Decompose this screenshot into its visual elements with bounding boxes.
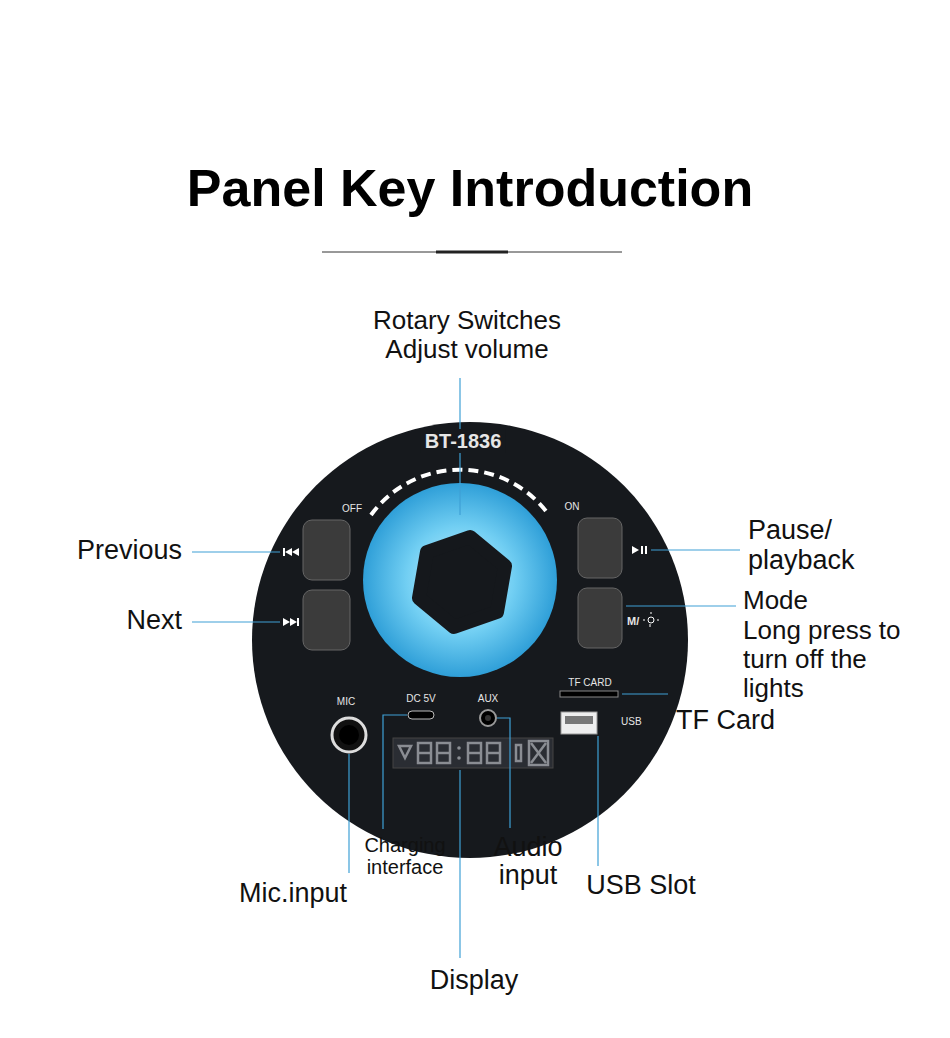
mode-button bbox=[578, 588, 622, 648]
callout-label: USB Slot bbox=[586, 870, 696, 900]
page-title: Panel Key Introduction bbox=[187, 158, 753, 218]
display-screen bbox=[393, 738, 553, 768]
dc-port bbox=[408, 711, 434, 719]
digit bbox=[437, 752, 450, 755]
digit bbox=[487, 743, 500, 763]
play-button bbox=[578, 518, 622, 578]
callout-label: Mic.input bbox=[239, 878, 347, 908]
digit bbox=[468, 752, 481, 755]
icon-bar bbox=[641, 546, 643, 554]
callout-label: Rotary Switches Adjust volume bbox=[347, 306, 587, 364]
callout-label: Previous bbox=[77, 535, 182, 565]
callout-label: Long press to turn off the lights bbox=[743, 616, 923, 703]
light-icon bbox=[643, 612, 659, 627]
icon-triangle bbox=[290, 618, 297, 626]
panel-marking: OFF bbox=[342, 503, 362, 515]
leader-line bbox=[626, 605, 736, 606]
divider-line bbox=[322, 252, 622, 253]
callout-label: Next bbox=[126, 605, 182, 635]
knob-center bbox=[419, 537, 505, 627]
callout-label: Charging interface bbox=[357, 834, 453, 878]
tf-slot bbox=[560, 691, 618, 697]
leader-line bbox=[192, 621, 280, 622]
leader-line bbox=[597, 736, 598, 866]
callout-label: TF Card bbox=[676, 705, 775, 735]
usb-port-inner bbox=[565, 716, 593, 724]
ray bbox=[657, 620, 659, 621]
icon-triangle bbox=[292, 548, 299, 556]
leader-line bbox=[459, 378, 460, 515]
leader-line bbox=[383, 715, 407, 829]
panel-marking: DC 5V bbox=[406, 693, 435, 705]
icon-bar bbox=[283, 548, 285, 556]
panel-marking: AUX bbox=[478, 693, 499, 705]
speaker-icon bbox=[531, 743, 546, 763]
digit bbox=[487, 752, 500, 755]
digit bbox=[468, 743, 481, 763]
divider-accent bbox=[436, 251, 508, 254]
leader-line bbox=[622, 693, 668, 694]
panel-marking: USB bbox=[621, 716, 642, 728]
previous-icon bbox=[283, 548, 299, 556]
next-button bbox=[303, 590, 350, 650]
panel-marking: M/ bbox=[627, 615, 639, 628]
ray bbox=[643, 620, 645, 621]
ray bbox=[651, 612, 652, 614]
display-digits bbox=[399, 741, 548, 765]
mic-jack bbox=[332, 718, 366, 752]
aux-jack bbox=[480, 710, 496, 726]
digit bbox=[418, 743, 431, 763]
icon-triangle bbox=[285, 548, 292, 556]
icon-bar bbox=[297, 618, 299, 626]
leader-line bbox=[651, 549, 740, 550]
digit bbox=[418, 752, 431, 755]
callout-label: Mode bbox=[743, 586, 808, 615]
callout-label: Pause/ playback bbox=[748, 515, 878, 575]
callout-label: Display bbox=[430, 965, 519, 995]
icon-bar bbox=[645, 546, 647, 554]
callout-label: Audio input bbox=[481, 833, 576, 889]
leader-line bbox=[497, 718, 510, 828]
play-pause-icon bbox=[632, 546, 647, 554]
previous-button bbox=[303, 520, 350, 580]
display-colon bbox=[457, 756, 461, 760]
panel-marking: MIC bbox=[337, 696, 355, 708]
bulb bbox=[648, 617, 654, 623]
panel-marking: ON bbox=[565, 501, 580, 513]
model-name: BT-1836 bbox=[421, 429, 506, 453]
bulb-base bbox=[650, 624, 651, 627]
leader-line bbox=[459, 770, 460, 958]
icon-triangle bbox=[283, 618, 290, 626]
panel-marking: TF CARD bbox=[568, 677, 611, 689]
next-icon bbox=[283, 618, 299, 626]
speaker-icon bbox=[529, 741, 548, 765]
speaker-icon bbox=[531, 743, 546, 763]
aux-jack-hole bbox=[485, 715, 491, 721]
display-colon bbox=[457, 746, 461, 750]
icon-triangle bbox=[632, 546, 639, 554]
battery-icon bbox=[516, 745, 521, 761]
digit bbox=[437, 743, 450, 763]
mic-jack-hole bbox=[339, 725, 359, 745]
leader-line bbox=[192, 551, 280, 552]
leader-line bbox=[348, 754, 349, 873]
panel-face bbox=[252, 422, 688, 858]
usb-port bbox=[561, 712, 597, 734]
display-icon bbox=[399, 746, 411, 758]
